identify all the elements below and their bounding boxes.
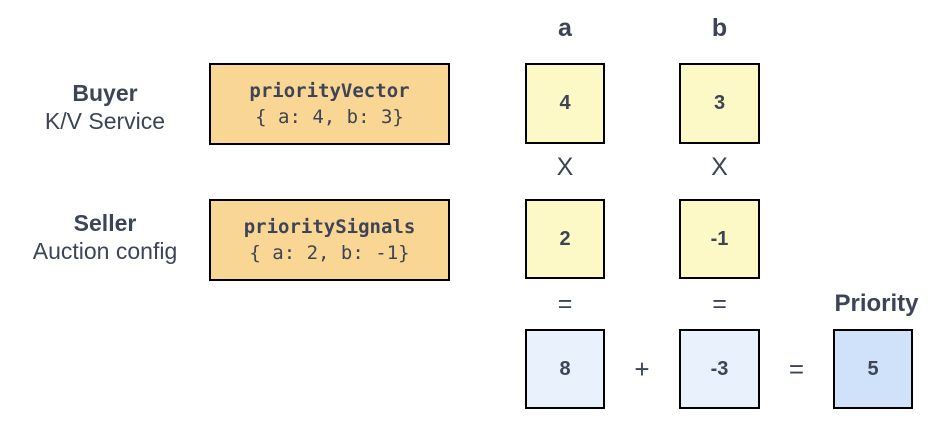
- seller-code-value: { a: 2, b: -1}: [249, 242, 410, 264]
- plus-symbol: +: [634, 354, 650, 384]
- column-header-a: a: [558, 13, 572, 42]
- buyer-subtitle: K/V Service: [44, 108, 166, 134]
- buyer-code-box: priorityVector { a: 4, b: 3}: [209, 63, 450, 145]
- seller-code-name: prioritySignals: [243, 216, 416, 238]
- column-header-b: b: [711, 13, 728, 42]
- seller-value-box-b: -1: [679, 199, 760, 279]
- seller-value-box-a: 2: [525, 199, 605, 279]
- buyer-value-box-b: 3: [679, 63, 760, 144]
- seller-code-box: prioritySignals { a: 2, b: -1}: [209, 199, 450, 281]
- priority-value-box: 5: [833, 329, 913, 409]
- multiply-symbol-b: X: [711, 153, 728, 181]
- priority-label: Priority: [834, 290, 919, 317]
- buyer-title: Buyer: [72, 80, 138, 106]
- multiply-symbol-a: X: [556, 153, 574, 181]
- equals-symbol-b: =: [712, 290, 727, 318]
- buyer-code-name: priorityVector: [249, 80, 410, 102]
- seller-title: Seller: [73, 210, 137, 236]
- seller-label: Seller Auction config: [10, 209, 200, 265]
- buyer-code-value: { a: 4, b: 3}: [255, 106, 404, 128]
- product-box-a: 8: [525, 329, 605, 409]
- seller-subtitle: Auction config: [32, 238, 178, 264]
- product-box-b: -3: [679, 329, 760, 409]
- buyer-value-box-a: 4: [525, 63, 605, 144]
- result-equals-symbol: =: [788, 354, 805, 384]
- buyer-label: Buyer K/V Service: [10, 79, 200, 135]
- equals-symbol-a: =: [557, 290, 573, 318]
